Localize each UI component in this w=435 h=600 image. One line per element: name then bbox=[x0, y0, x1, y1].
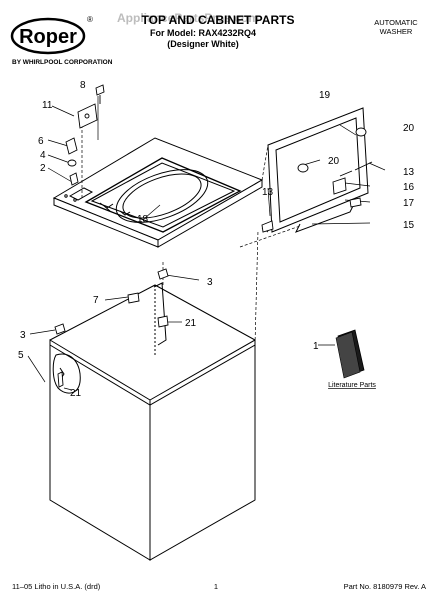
callout-21-cabinet: 21 bbox=[185, 318, 197, 329]
screw-icon bbox=[157, 315, 169, 328]
callout-8: 8 bbox=[80, 80, 86, 91]
page-title: TOP AND CABINET PARTS bbox=[142, 13, 295, 27]
clip-icon bbox=[54, 323, 66, 335]
roper-logo: Roper ® bbox=[10, 15, 93, 55]
switch-bracket-icon bbox=[77, 103, 98, 129]
washer-top-assembly bbox=[52, 137, 264, 248]
screw-icon bbox=[261, 220, 274, 233]
callout-6: 6 bbox=[38, 136, 44, 147]
literature-label: Literature Parts bbox=[328, 382, 376, 389]
trademark-symbol: ® bbox=[87, 15, 93, 24]
pad-icon bbox=[297, 163, 309, 173]
product-type-line2: WASHER bbox=[380, 27, 413, 36]
callout-11: 11 bbox=[42, 100, 53, 111]
pad-icon bbox=[355, 127, 367, 137]
callout-13-left: 13 bbox=[262, 187, 274, 198]
clip-icon bbox=[69, 172, 79, 186]
callout-4: 4 bbox=[40, 150, 46, 161]
callout-17: 17 bbox=[403, 198, 415, 209]
color-line: (Designer White) bbox=[167, 39, 239, 49]
model-line: For Model: RAX4232RQ4 bbox=[150, 28, 256, 38]
hinge-icon bbox=[332, 177, 347, 195]
screw-icon bbox=[127, 292, 140, 304]
callout-13-right: 13 bbox=[403, 167, 415, 178]
brand-subtitle: BY WHIRLPOOL CORPORATION bbox=[12, 59, 113, 66]
callout-18: 18 bbox=[137, 214, 149, 225]
callout-5: 5 bbox=[18, 350, 24, 361]
callout-20-right: 20 bbox=[403, 123, 415, 134]
callout-1: 1 bbox=[313, 341, 319, 352]
clip-icon bbox=[157, 268, 169, 280]
callout-16: 16 bbox=[403, 182, 415, 193]
callout-2: 2 bbox=[40, 163, 46, 174]
hinge-screw-icon bbox=[339, 161, 373, 177]
clip-icon bbox=[65, 137, 78, 155]
hardware-parts bbox=[54, 84, 373, 388]
washer-cabinet bbox=[49, 282, 256, 561]
screw-icon bbox=[95, 84, 105, 104]
footer-page-number: 1 bbox=[214, 582, 218, 591]
washer-lid bbox=[261, 107, 369, 233]
callout-3-top: 3 bbox=[207, 277, 213, 288]
callout-20-left: 20 bbox=[328, 156, 340, 167]
product-type-line1: AUTOMATIC bbox=[374, 18, 418, 27]
footer-litho: 11–05 Litho in U.S.A. (drd) bbox=[12, 582, 101, 591]
callout-19: 19 bbox=[319, 90, 331, 101]
callout-21-panel: 21 bbox=[70, 388, 82, 399]
grommet-icon bbox=[67, 159, 77, 167]
screw-icon bbox=[57, 371, 64, 388]
callout-15: 15 bbox=[403, 220, 415, 231]
screw-icon bbox=[349, 197, 362, 208]
footer-part-number: Part No. 8180979 Rev. A bbox=[344, 582, 426, 591]
literature-booklet bbox=[335, 329, 365, 379]
callout-7: 7 bbox=[93, 295, 99, 306]
brand-name: Roper bbox=[19, 26, 77, 48]
callout-numbers: 1 2 3 3 4 5 6 7 8 11 13 13 15 16 17 18 1… bbox=[18, 80, 415, 399]
watermark: AppliancePartsPros.com bbox=[117, 11, 259, 25]
callout-3-left: 3 bbox=[20, 330, 26, 341]
